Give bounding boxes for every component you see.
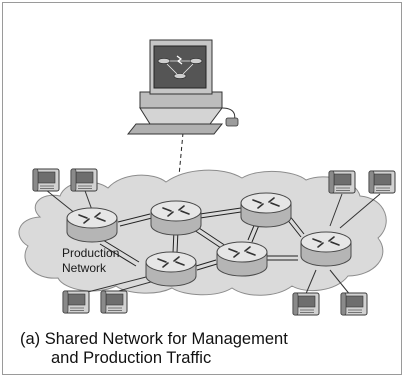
ip-phone-icon <box>62 290 90 314</box>
management-link <box>175 132 184 209</box>
caption-line2: and Production Traffic <box>51 349 212 367</box>
router-icon <box>300 231 352 267</box>
caption-line1: (a) Shared Network for Management <box>20 330 288 348</box>
figure-caption: (a) Shared Network for Management and Pr… <box>20 330 380 368</box>
production-network-label: Production Network <box>62 246 142 276</box>
ip-phone-icon <box>32 168 60 192</box>
router-icon <box>145 251 197 287</box>
ip-phone-icon <box>70 168 98 192</box>
ip-phone-icon <box>340 292 368 316</box>
phone-links <box>45 187 381 297</box>
network-label-line1: Production <box>62 246 120 260</box>
router-icon <box>216 241 268 277</box>
router-icon <box>150 200 202 236</box>
ip-phone-icon <box>292 292 320 316</box>
ip-phone-icon <box>100 290 128 314</box>
management-workstation-icon <box>126 39 239 135</box>
ip-phone-icon <box>328 170 356 194</box>
network-label-line2: Network <box>62 261 107 275</box>
router-icon <box>240 192 292 228</box>
router-icon <box>66 207 118 243</box>
ip-phone-icon <box>368 170 396 194</box>
